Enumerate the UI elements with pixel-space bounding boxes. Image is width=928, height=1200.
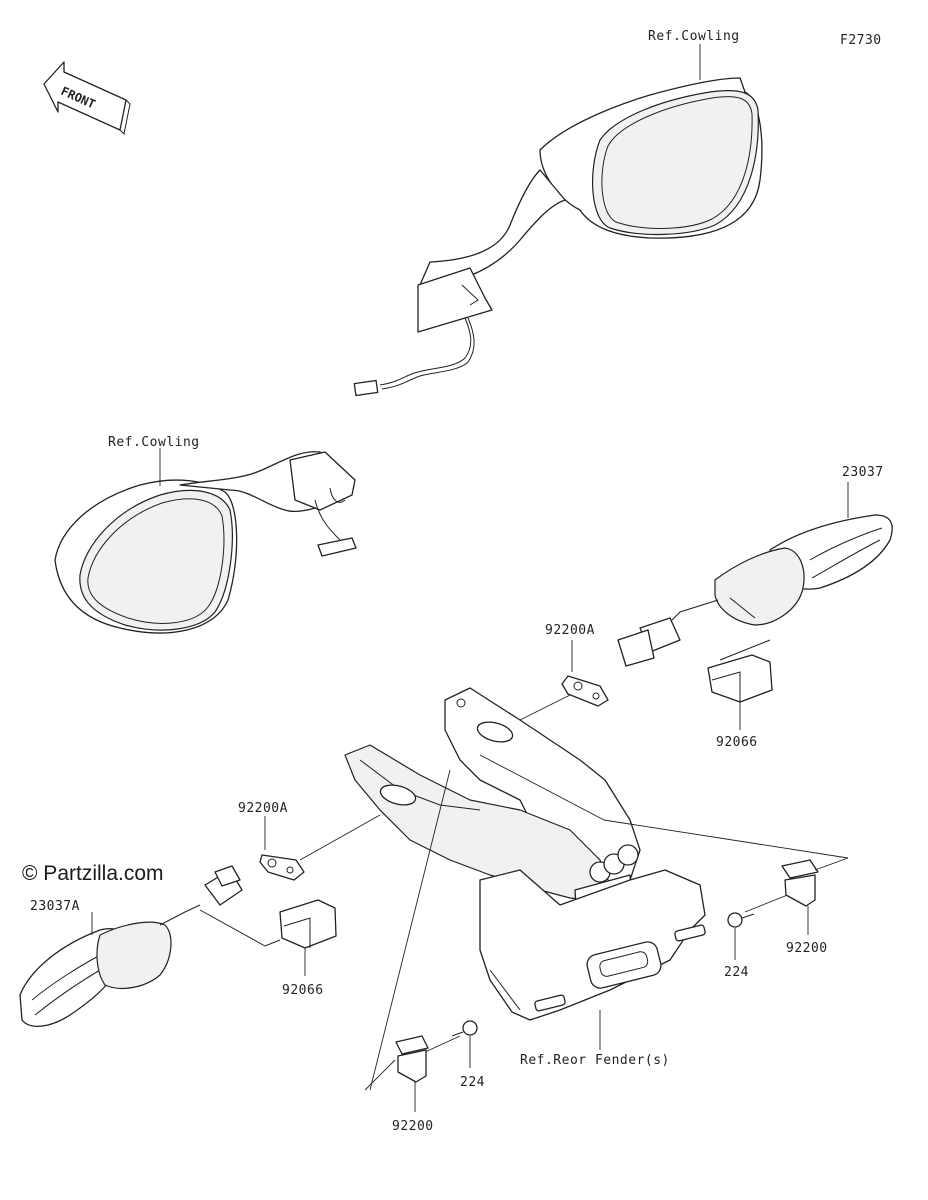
turn-signal-right-23037[interactable] [617,482,893,667]
callout-92200a-left: 92200A [238,801,288,816]
screw-left-224[interactable] [424,1020,478,1068]
callout-92066-left: 92066 [282,983,324,998]
clip-left-92200[interactable] [364,1035,429,1112]
front-arrow-icon: FRONT [43,61,131,136]
ref-rear-fenders-label: Ref.Reor Fender(s) [520,1053,670,1068]
mirror-right-illustration[interactable] [353,44,763,397]
ref-cowling-upper-label: Ref.Cowling [648,29,740,44]
partzilla-watermark: © Partzilla.com [22,862,164,885]
connector-cover-left-92066[interactable] [199,899,337,976]
plate-left-92200a[interactable] [259,814,381,881]
mirror-left-illustration[interactable] [54,448,357,634]
callout-92066-right: 92066 [716,735,758,750]
figure-code: F2730 [840,33,882,48]
callout-224-left: 224 [460,1075,485,1090]
callout-92200a-right: 92200A [545,623,595,638]
callout-23037a: 23037A [30,899,80,914]
ref-cowling-lower-label: Ref.Cowling [108,435,200,450]
callout-224-right: 224 [724,965,749,980]
callout-92200-left: 92200 [392,1119,434,1134]
plate-right-92200a[interactable] [519,640,609,721]
clip-right-92200[interactable] [781,857,849,935]
connector-cover-right-92066[interactable] [707,639,773,730]
callout-23037: 23037 [842,465,884,480]
turn-signal-left-23037a[interactable] [19,865,243,1027]
callout-92200-right: 92200 [786,941,828,956]
rear-fender-bracket[interactable] [344,687,849,1091]
